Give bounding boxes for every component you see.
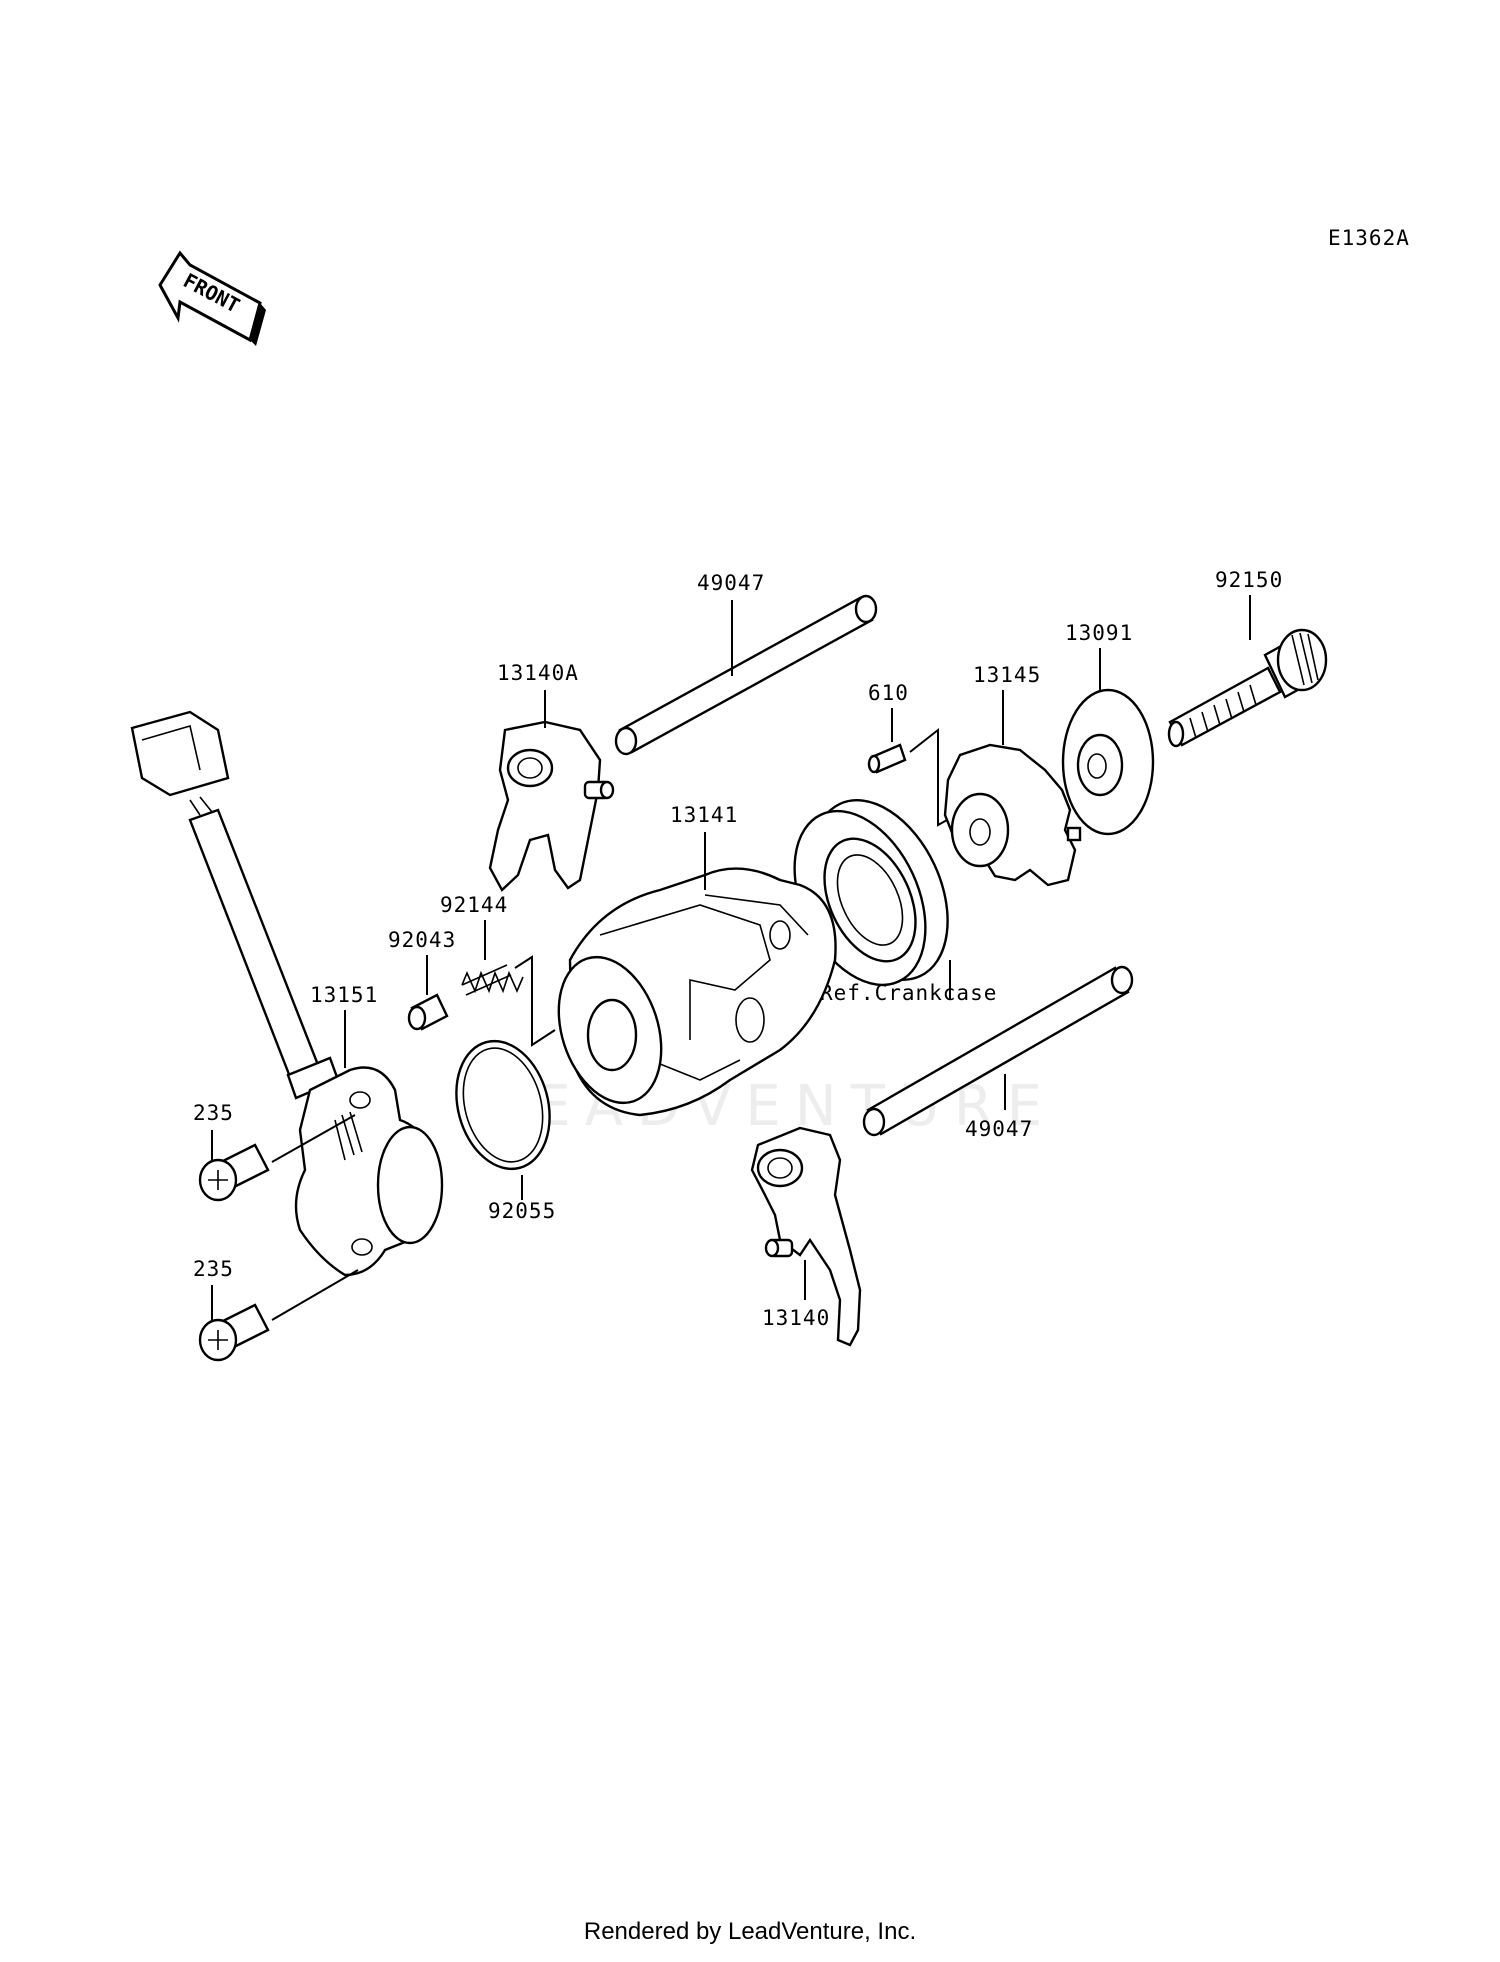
pin-92043[interactable] xyxy=(407,993,449,1031)
bearing-ref-crankcase[interactable] xyxy=(769,779,975,1006)
diagram-code: E1362A xyxy=(1328,226,1410,250)
shift-fork-13140[interactable] xyxy=(750,1126,862,1347)
shift-rod-lower[interactable] xyxy=(862,965,1134,1137)
pin-610[interactable] xyxy=(867,743,907,774)
footer-credit: Rendered by LeadVenture, Inc. xyxy=(583,1918,917,1945)
screw-235-lower[interactable] xyxy=(198,1303,270,1362)
callout-13140a[interactable]: 13140A xyxy=(497,661,579,685)
callout-235-lower[interactable]: 235 xyxy=(193,1257,234,1281)
bolt-92150[interactable] xyxy=(1167,628,1328,748)
callout-13091[interactable]: 13091 xyxy=(1065,621,1133,645)
neutral-switch-13151[interactable] xyxy=(130,710,444,1277)
callout-49047-top[interactable]: 49047 xyxy=(697,571,765,595)
callout-92043[interactable]: 92043 xyxy=(388,928,456,952)
callout-92144[interactable]: 92144 xyxy=(440,893,508,917)
plate-13091[interactable] xyxy=(1061,688,1155,836)
o-ring-92055[interactable] xyxy=(443,1031,564,1180)
shift-drum-cam-13145[interactable] xyxy=(943,743,1082,887)
callout-92150[interactable]: 92150 xyxy=(1215,568,1283,592)
callout-13141[interactable]: 13141 xyxy=(670,803,738,827)
callout-13140[interactable]: 13140 xyxy=(762,1306,830,1330)
callout-13151[interactable]: 13151 xyxy=(310,983,378,1007)
front-arrow-icon: FRONT xyxy=(158,250,266,346)
callout-49047-bottom[interactable]: 49047 xyxy=(965,1117,1033,1141)
callout-92055[interactable]: 92055 xyxy=(488,1199,556,1223)
callout-610[interactable]: 610 xyxy=(868,681,909,705)
shift-fork-13140a[interactable] xyxy=(488,720,615,892)
screw-235-upper[interactable] xyxy=(198,1143,270,1202)
callout-ref-crankcase: Ref.Crankcase xyxy=(820,981,997,1005)
shift-rod-upper[interactable] xyxy=(614,594,878,756)
spring-92144[interactable] xyxy=(461,964,524,996)
callout-13145[interactable]: 13145 xyxy=(973,663,1041,687)
callout-235-upper[interactable]: 235 xyxy=(193,1101,234,1125)
shift-drum-13141[interactable] xyxy=(541,867,837,1117)
